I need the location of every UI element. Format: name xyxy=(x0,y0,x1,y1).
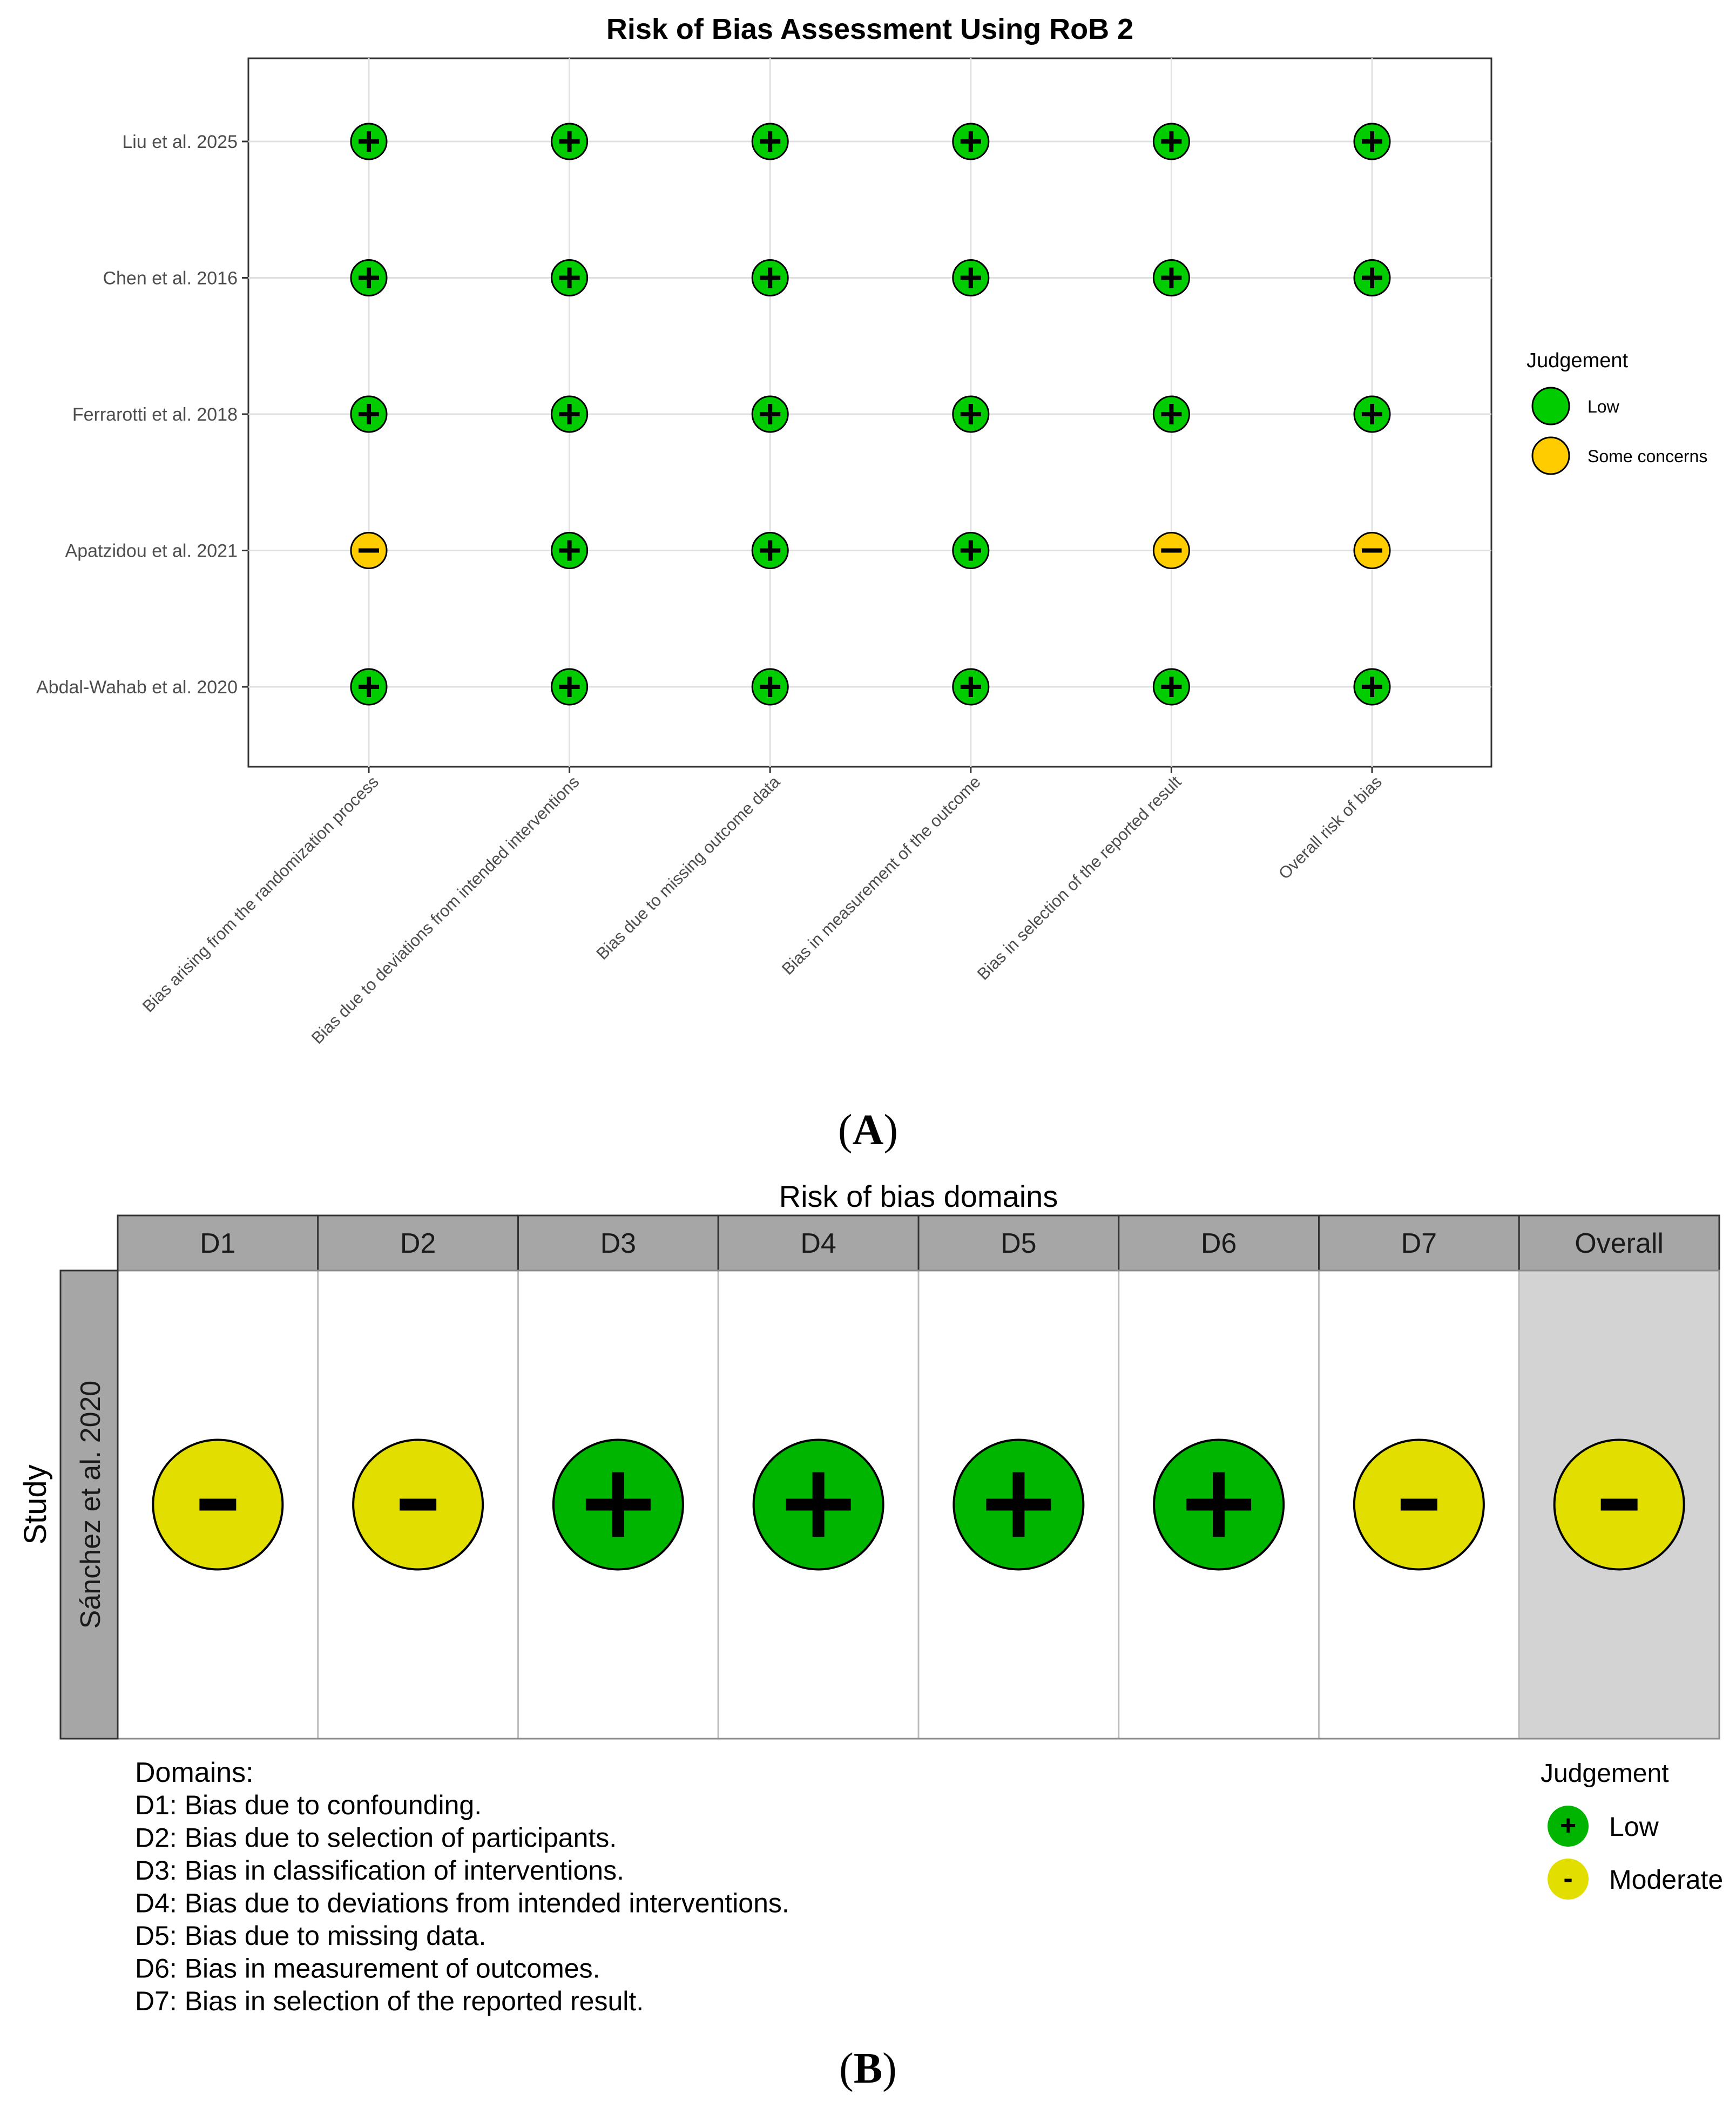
plot-panel xyxy=(247,57,1492,768)
point-apatzidou-et-al-2021-d3 xyxy=(751,532,789,569)
x-tick-label-bias-arising-from-the-randomization-process: Bias arising from the randomization proc… xyxy=(139,772,382,1016)
point-liu-et-al-2025-d2 xyxy=(551,123,589,160)
legend-label-low: Low xyxy=(1609,1812,1659,1842)
row-strip xyxy=(59,1269,119,1740)
column-header-label-d1: D1 xyxy=(200,1228,235,1259)
row-axis-label: Study xyxy=(18,1464,53,1544)
column-header-label-d6: D6 xyxy=(1201,1228,1237,1259)
column-header-label-d4: D4 xyxy=(800,1228,836,1259)
cell-overall xyxy=(1553,1438,1685,1571)
point-abdal-wahab-et-al-2020-d1 xyxy=(350,668,388,706)
y-tick-label-ferrarotti-et-al-2018: Ferrarotti et al. 2018 xyxy=(72,404,238,425)
cell-d1 xyxy=(152,1438,284,1571)
point-ferrarotti-et-al-2018-d6 xyxy=(1353,395,1391,433)
row-label-s-nchez-et-al-2020: Sánchez et al. 2020 xyxy=(75,1381,106,1629)
legend-key-moderate: - xyxy=(1548,1859,1589,1900)
legend-key-low xyxy=(1531,387,1570,425)
y-tick-label-apatzidou-et-al-2021: Apatzidou et al. 2021 xyxy=(65,541,238,562)
point-apatzidou-et-al-2021-d5 xyxy=(1152,532,1190,569)
point-abdal-wahab-et-al-2020-d4 xyxy=(952,668,990,706)
x-tick-label-bias-in-measurement-of-the-outcome: Bias in measurement of the outcome xyxy=(778,772,984,978)
point-ferrarotti-et-al-2018-d4 xyxy=(952,395,990,433)
point-abdal-wahab-et-al-2020-d6 xyxy=(1353,668,1391,706)
domains-heading: Domains: xyxy=(135,1757,254,1788)
cell-d6 xyxy=(1153,1438,1285,1571)
cell-d2 xyxy=(352,1438,484,1571)
point-chen-et-al-2016-d1 xyxy=(350,259,388,296)
point-apatzidou-et-al-2021-d1 xyxy=(350,532,388,569)
column-header-d6 xyxy=(1118,1214,1320,1272)
point-liu-et-al-2025-d6 xyxy=(1353,123,1391,160)
point-ferrarotti-et-al-2018-d5 xyxy=(1152,395,1190,433)
legend-key-low-circle xyxy=(1548,1806,1589,1847)
column-header-d5 xyxy=(917,1214,1120,1272)
domain-description-d5: D5: Bias due to missing data. xyxy=(135,1921,486,1951)
point-liu-et-al-2025-d5 xyxy=(1152,123,1190,160)
point-apatzidou-et-al-2021-d6 xyxy=(1353,532,1391,569)
point-liu-et-al-2025-d3 xyxy=(751,123,789,160)
y-tick-label-liu-et-al-2025: Liu et al. 2025 xyxy=(122,132,238,152)
domain-description-d2: D2: Bias due to selection of participant… xyxy=(135,1823,617,1853)
point-apatzidou-et-al-2021-d2 xyxy=(551,532,589,569)
column-header-label-d7: D7 xyxy=(1401,1228,1437,1259)
x-tick-label-bias-in-selection-of-the-reported-result: Bias in selection of the reported result xyxy=(974,772,1185,984)
y-tick-label-abdal-wahab-et-al-2020: Abdal-Wahab et al. 2020 xyxy=(36,677,238,698)
legend-label-moderate: Moderate xyxy=(1609,1864,1723,1895)
point-chen-et-al-2016-d5 xyxy=(1152,259,1190,296)
domain-description-d4: D4: Bias due to deviations from intended… xyxy=(135,1888,789,1918)
legend-key-low-symbol: + xyxy=(1560,1810,1576,1841)
point-chen-et-al-2016-d4 xyxy=(952,259,990,296)
panel-b-caption: (B) xyxy=(839,2045,897,2092)
domain-description-d6: D6: Bias in measurement of outcomes. xyxy=(135,1954,600,1984)
cell-d4 xyxy=(752,1438,884,1571)
chart-title: Risk of bias domains xyxy=(779,1179,1058,1213)
point-liu-et-al-2025-d1 xyxy=(350,123,388,160)
column-header-label-d2: D2 xyxy=(400,1228,436,1259)
point-apatzidou-et-al-2021-d4 xyxy=(952,532,990,569)
legend-key-some-concerns xyxy=(1531,436,1570,475)
point-chen-et-al-2016-d3 xyxy=(751,259,789,296)
legend-key-moderate-symbol: - xyxy=(1563,1863,1572,1894)
column-header-d4 xyxy=(717,1214,920,1272)
legend-key-low: + xyxy=(1548,1806,1589,1847)
column-header-overall xyxy=(1518,1214,1720,1272)
point-chen-et-al-2016-d2 xyxy=(551,259,589,296)
column-header-label-overall: Overall xyxy=(1575,1228,1664,1259)
point-abdal-wahab-et-al-2020-d5 xyxy=(1152,668,1190,706)
column-header-d3 xyxy=(517,1214,719,1272)
point-abdal-wahab-et-al-2020-d3 xyxy=(751,668,789,706)
x-tick-label-overall-risk-of-bias: Overall risk of bias xyxy=(1275,772,1386,883)
point-ferrarotti-et-al-2018-d3 xyxy=(751,395,789,433)
column-header-d7 xyxy=(1318,1214,1520,1272)
point-abdal-wahab-et-al-2020-d2 xyxy=(551,668,589,706)
cell-d3 xyxy=(552,1438,684,1571)
legend-title: Judgement xyxy=(1526,349,1628,372)
point-chen-et-al-2016-d6 xyxy=(1353,259,1391,296)
chart-title: Risk of Bias Assessment Using RoB 2 xyxy=(606,13,1133,45)
legend-label-low: Low xyxy=(1588,397,1620,416)
domain-description-d3: D3: Bias in classification of interventi… xyxy=(135,1855,624,1886)
domain-description-d1: D1: Bias due to confounding. xyxy=(135,1790,482,1820)
domain-description-d7: D7: Bias in selection of the reported re… xyxy=(135,1986,644,2016)
point-ferrarotti-et-al-2018-d1 xyxy=(350,395,388,433)
panel-a-caption: (A) xyxy=(837,1106,899,1154)
column-header-label-d5: D5 xyxy=(1001,1228,1036,1259)
cell-d5 xyxy=(953,1438,1085,1571)
panel-a-chart: Risk of Bias Assessment Using RoB 2 Liu e… xyxy=(36,13,1707,1048)
cell-d7 xyxy=(1353,1438,1485,1571)
y-tick-label-chen-et-al-2016: Chen et al. 2016 xyxy=(103,268,238,289)
legend-label-some-concerns: Some concerns xyxy=(1588,447,1707,466)
point-ferrarotti-et-al-2018-d2 xyxy=(551,395,589,433)
point-liu-et-al-2025-d4 xyxy=(952,123,990,160)
legend-title: Judgement xyxy=(1541,1759,1669,1788)
legend-key-moderate-circle xyxy=(1548,1859,1589,1900)
x-tick-label-bias-due-to-missing-outcome-data: Bias due to missing outcome data xyxy=(592,772,783,963)
column-header-label-d3: D3 xyxy=(600,1228,636,1259)
